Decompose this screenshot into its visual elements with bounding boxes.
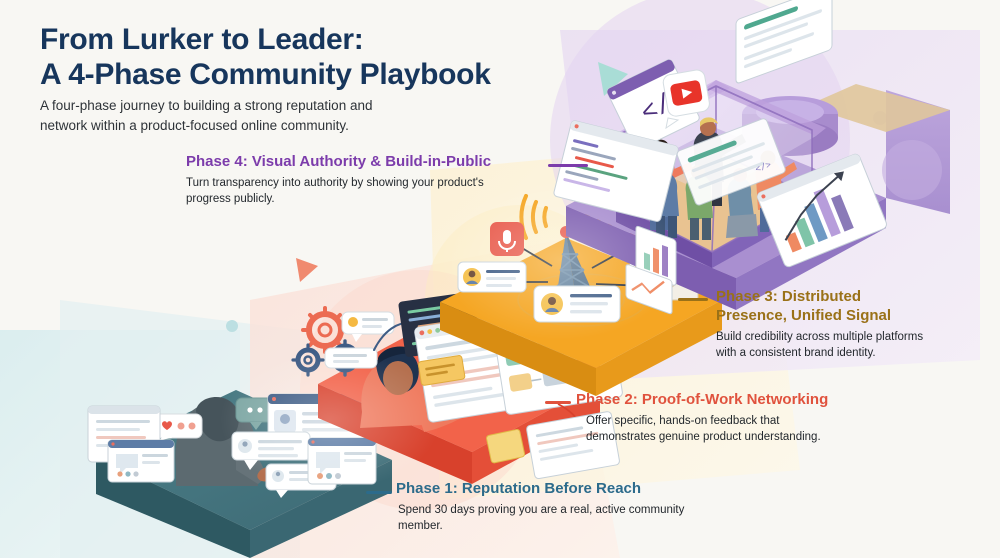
chat-window-icon <box>107 439 175 483</box>
phase-2-description: Offer specific, hands-on feedback that d… <box>586 414 821 444</box>
heart-reaction-icon <box>149 413 203 440</box>
message-card-icon: </> <box>676 118 786 206</box>
phase4-connector-line <box>548 164 588 167</box>
decor-dot <box>226 320 238 332</box>
phase-2-heading: Phase 2: Proof-of-Work Networking <box>576 391 829 408</box>
decor-triangle-teal <box>598 62 628 96</box>
phase3-connector-line <box>678 298 708 301</box>
phase-4-heading: Phase 4: Visual Authority & Build-in-Pub… <box>186 153 492 170</box>
phase-1-description: Spend 30 days proving you are a real, ac… <box>398 503 685 533</box>
feedback-card-icon <box>526 411 620 480</box>
phase-2-label-block: Phase 2: Proof-of-Work Networking Offer … <box>576 391 876 445</box>
sticky-note-icon <box>417 355 466 386</box>
page-title: From Lurker to Leader: A 4-Phase Communi… <box>40 23 491 92</box>
phase-1-label-block: Phase 1: Reputation Before Reach Spend 3… <box>396 480 726 534</box>
phase4-scene: </> <box>553 0 950 315</box>
phase1-connector-line <box>366 491 392 494</box>
decor-triangle-coral <box>296 258 318 282</box>
page-subtitle: A four-phase journey to building a stron… <box>40 98 373 133</box>
chat-bubble-icon <box>341 311 395 342</box>
phase-3-description: Build credibility across multiple platfo… <box>716 330 924 359</box>
phase-3-heading: Phase 3: Distributed Presence, Unified S… <box>716 288 892 324</box>
phase-3-label-block: Phase 3: Distributed Presence, Unified S… <box>716 288 956 361</box>
phase-4-description: Turn transparency into authority by show… <box>186 176 484 206</box>
phase-4-label-block: Phase 4: Visual Authority & Build-in-Pub… <box>186 153 542 207</box>
youtube-play-icon <box>662 69 710 130</box>
phase-1-heading: Phase 1: Reputation Before Reach <box>396 480 642 497</box>
dashboard-window-icon <box>735 0 833 84</box>
phase2-connector-line <box>545 401 571 404</box>
growth-chart-window-icon <box>757 153 887 268</box>
sticky-note-icon <box>486 428 526 464</box>
